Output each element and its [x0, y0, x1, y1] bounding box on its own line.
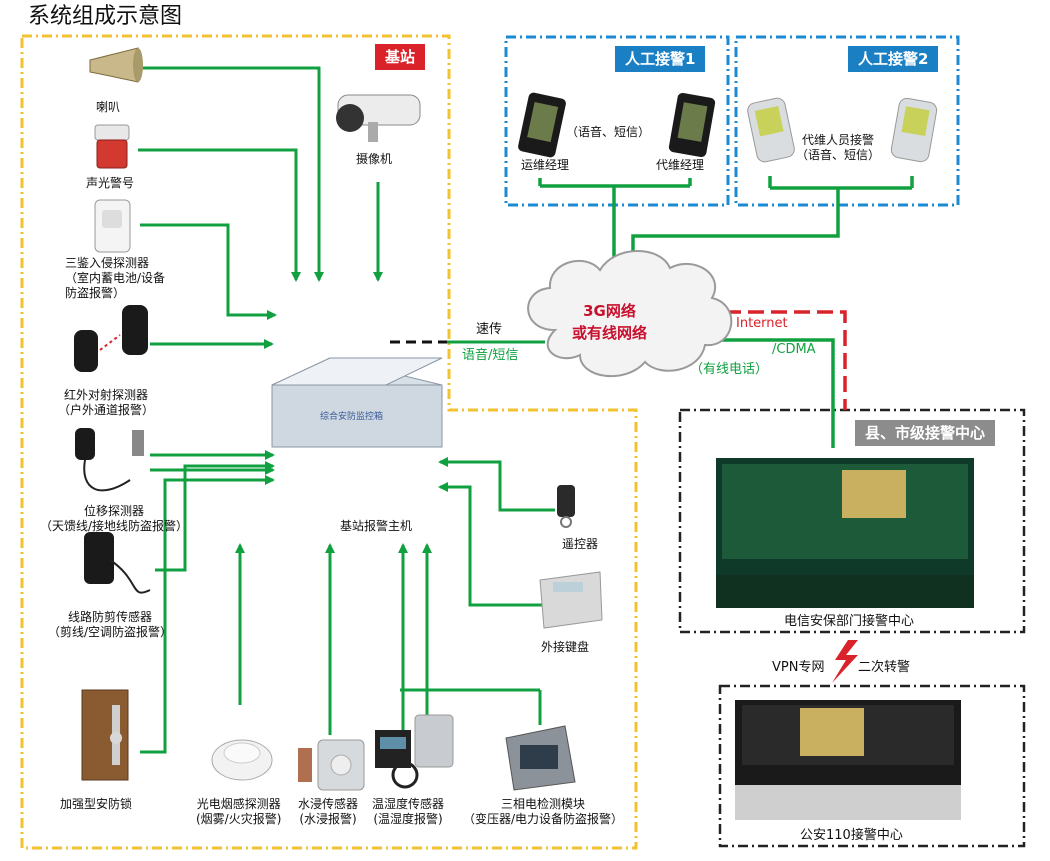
label-infrared-line2: （户外通道报警） — [58, 403, 155, 417]
label-voice-sms: 语音/短信 — [462, 348, 519, 363]
phone-icon-3 — [747, 97, 795, 163]
label-m2-text: 代维人员接警 （语音、短信） — [796, 133, 880, 163]
page-title: 系统组成示意图 — [28, 4, 183, 29]
remote-control-icon — [557, 485, 575, 528]
label-pir: 三鉴入侵探测器 （室内蓄电池/设备 防盗报警） — [65, 256, 165, 301]
network-cloud — [527, 250, 733, 378]
label-host-panel: 综合安防监控箱 — [320, 412, 384, 422]
label-m1-right: 代维经理 — [656, 158, 705, 172]
label-m1-left: 运维经理 — [521, 158, 570, 172]
label-alarm-host: 基站报警主机 — [340, 519, 413, 533]
tag-county-center: 县、市级接警中心 — [855, 420, 996, 446]
label-lock: 加强型安防锁 — [60, 797, 133, 811]
telecom-center-photo — [716, 458, 974, 608]
power-module-icon — [505, 725, 576, 791]
manual-1-border — [504, 35, 730, 207]
pir-detector-icon — [94, 199, 131, 253]
speaker-icon — [89, 47, 143, 83]
label-line-cut: 线路防剪传感器 （剪线/空调防盗报警） — [48, 610, 172, 640]
siren-icon — [94, 124, 130, 169]
label-temp: 温湿度传感器 (温湿度报警) — [372, 797, 444, 827]
label-m2-line1: 代维人员接警 — [802, 133, 875, 147]
label-water: 水浸传感器 (水浸报警) — [298, 797, 358, 827]
tag-base-station: 基站 — [375, 44, 426, 70]
label-smoke: 光电烟感探测器 (烟雾/火灾报警) — [196, 797, 281, 827]
label-camera: 摄像机 — [356, 152, 393, 166]
phone-icon-4 — [890, 97, 938, 163]
lightning-icon — [832, 640, 858, 683]
label-speaker: 喇叭 — [96, 100, 121, 114]
label-water-line2: (水浸报警) — [299, 812, 357, 826]
label-fast-transfer: 速传 — [476, 322, 503, 337]
manual-2-border — [734, 35, 960, 207]
label-wired-phone: （有线电话） — [690, 362, 769, 377]
police-center-photo — [735, 700, 961, 820]
label-m2-line2: （语音、短信） — [796, 148, 881, 162]
security-lock-icon — [81, 689, 129, 781]
label-temp-line2: (温湿度报警) — [373, 812, 443, 826]
label-line-cut-line1: 线路防剪传感器 — [68, 610, 153, 624]
county-center-border — [678, 408, 1026, 634]
line-cut-sensor-icon — [84, 532, 151, 594]
label-power-line1: 三相电检测模块 — [501, 797, 586, 811]
label-temp-line1: 温湿度传感器 — [372, 797, 445, 811]
label-cdma: /CDMA — [772, 342, 816, 357]
keypad-icon — [539, 571, 603, 629]
camera-icon — [336, 94, 421, 142]
label-relay: 二次转警 — [858, 660, 911, 675]
infrared-detector-icon — [74, 305, 148, 372]
label-infrared: 红外对射探测器 （户外通道报警） — [58, 388, 154, 418]
label-internet: Internet — [736, 316, 788, 331]
label-m1-center: （语音、短信） — [566, 125, 651, 139]
label-pir-line3: 防盗报警） — [65, 286, 126, 300]
phone-icon-2 — [668, 92, 716, 158]
cloud-label-line2: 或有线网络 — [572, 324, 648, 342]
temp-humidity-sensor-icon — [375, 714, 454, 789]
water-sensor-icon — [298, 739, 365, 791]
displacement-detector-icon — [75, 428, 144, 492]
label-infrared-line1: 红外对射探测器 — [64, 388, 149, 402]
label-smoke-line2: (烟雾/火灾报警) — [196, 812, 282, 826]
label-water-line1: 水浸传感器 — [298, 797, 359, 811]
label-remote: 遥控器 — [562, 537, 599, 551]
label-siren: 声光警号 — [86, 176, 135, 190]
label-smoke-line1: 光电烟感探测器 — [196, 797, 281, 811]
label-displacement-line1: 位移探测器 — [84, 504, 145, 518]
alarm-host-icon — [271, 357, 443, 448]
tag-manual-2: 人工接警2 — [848, 46, 939, 72]
label-telecom-center: 电信安保部门接警中心 — [784, 614, 915, 629]
label-keypad: 外接键盘 — [541, 640, 590, 654]
label-police-center: 公安110接警中心 — [800, 828, 903, 843]
sensor-links — [138, 66, 555, 754]
label-displacement-line2: （天馈线/接地线防盗报警） — [40, 519, 189, 533]
police-center-border — [718, 684, 1026, 848]
smoke-detector-icon — [211, 739, 273, 781]
label-vpn: VPN专网 — [772, 660, 825, 675]
cloud-label-line1: 3G网络 — [583, 302, 636, 320]
label-pir-line1: 三鉴入侵探测器 — [65, 256, 150, 270]
base-station-border — [20, 34, 638, 850]
tag-manual-1: 人工接警1 — [615, 46, 706, 72]
cloud-label: 3G网络 或有线网络 — [572, 300, 647, 344]
label-power: 三相电检测模块 （变压器/电力设备防盗报警） — [463, 797, 623, 827]
label-displacement: 位移探测器 （天馈线/接地线防盗报警） — [40, 504, 188, 534]
label-power-line2: （变压器/电力设备防盗报警） — [463, 812, 624, 826]
phone-icon-1 — [518, 92, 566, 158]
label-pir-line2: （室内蓄电池/设备 — [65, 271, 166, 285]
label-line-cut-line2: （剪线/空调防盗报警） — [48, 625, 173, 639]
